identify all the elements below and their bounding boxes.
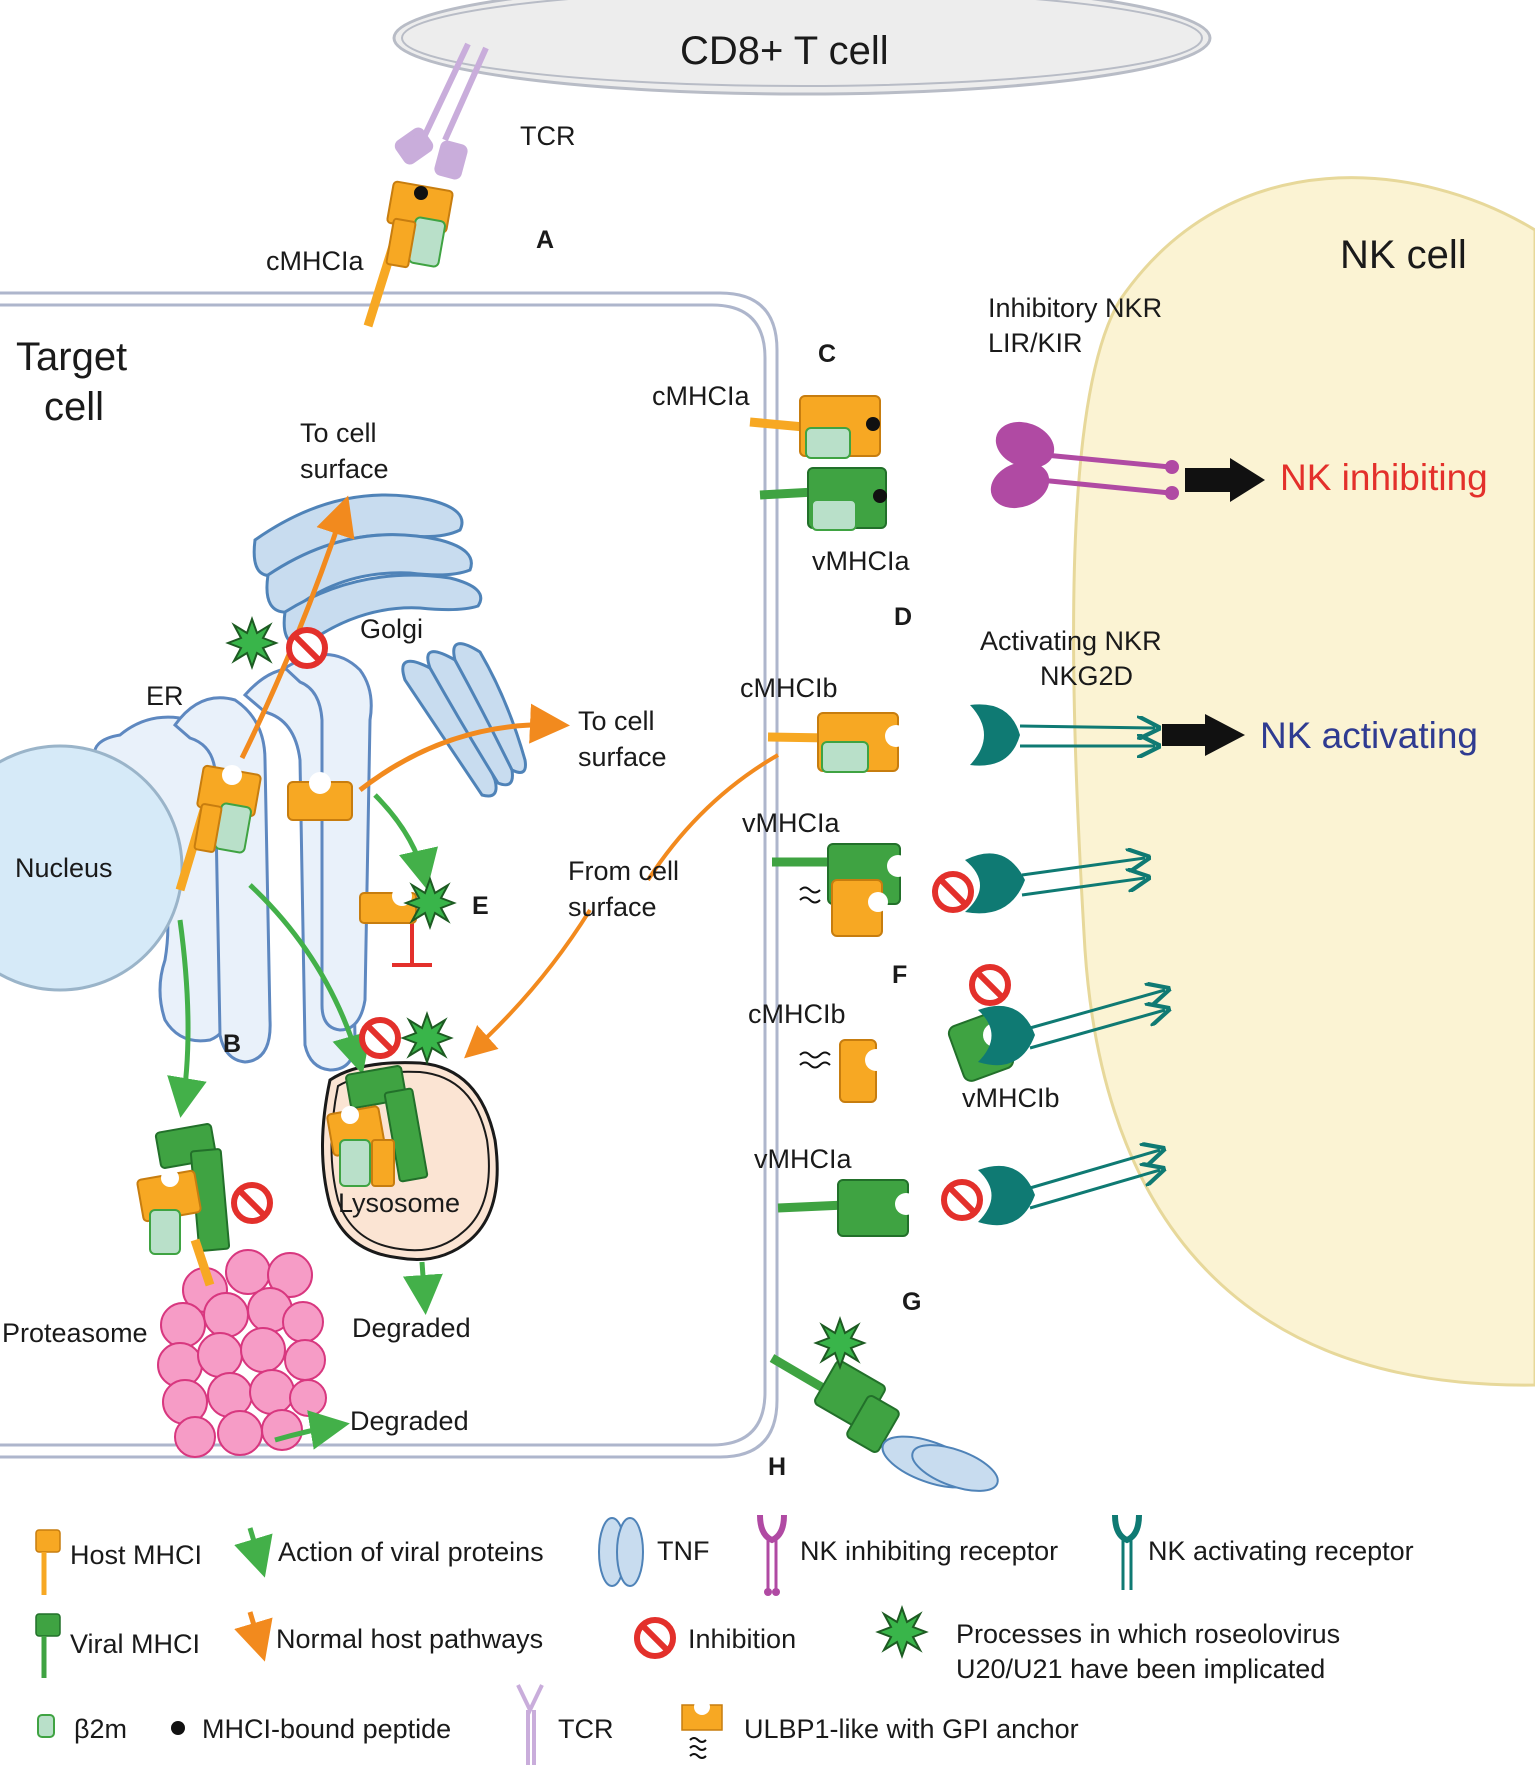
cmhcib-d: [767, 712, 907, 773]
cmhcia-c-label: cMHCIa: [652, 381, 750, 411]
nk-inhibiting-label: NK inhibiting: [1280, 457, 1488, 498]
target-cell-label-2: cell: [44, 385, 104, 429]
cmhcia-c: [749, 395, 881, 459]
legend-inhibition: Inhibition: [688, 1624, 796, 1654]
act-nkr-1: Activating NKR: [980, 626, 1162, 656]
cmhcib-f: [799, 1039, 887, 1103]
t-cell: [392, 0, 1212, 96]
vmhcia-c-label: vMHCIa: [812, 546, 910, 576]
legend-ulbp1: ULBP1-like with GPI anchor: [744, 1714, 1079, 1744]
vmhc-tnf-h: [769, 1354, 999, 1492]
legend-tcr: TCR: [558, 1714, 614, 1744]
proteasome-mhc: [136, 1123, 231, 1287]
nk-activating-arrow: [1162, 714, 1245, 756]
legend-viral-action-icon: [234, 1527, 273, 1578]
legend-peptide: MHCI-bound peptide: [202, 1714, 451, 1744]
letter-c: C: [818, 340, 836, 368]
legend-processes-2: U20/U21 have been implicated: [956, 1654, 1325, 1684]
letter-f: F: [892, 961, 907, 989]
cmhcib-d-label: cMHCIb: [740, 673, 838, 703]
lysosome-label: Lysosome: [338, 1188, 460, 1218]
from-surface-b: surface: [568, 892, 657, 922]
degraded-1: Degraded: [352, 1313, 471, 1343]
tcr-label: TCR: [520, 121, 576, 151]
golgi-label: Golgi: [360, 614, 423, 644]
tcr-top: [394, 42, 489, 180]
legend-action-viral: Action of viral proteins: [278, 1537, 544, 1567]
legend: Host MHCI Action of viral proteins TNF N…: [35, 1514, 1414, 1765]
lysosome-mhc: [326, 1065, 429, 1187]
legend-nk-inhib-receptor-icon: [757, 1514, 787, 1596]
t-cell-label: CD8+ T cell: [680, 29, 889, 73]
cmhcia-top-label: cMHCIa: [266, 246, 364, 276]
er-mhc-1: [175, 764, 262, 892]
vmhcia-e-label: vMHCIa: [742, 808, 840, 838]
legend-nk-act-receptor-icon: [1112, 1514, 1142, 1590]
cmhcib-f-label: cMHCIb: [748, 999, 846, 1029]
legend-host-mhci: Host MHCI: [70, 1540, 202, 1570]
target-cell-label-1: Target: [16, 335, 127, 379]
er-label: ER: [146, 681, 184, 711]
legend-viral-mhci: Viral MHCI: [70, 1629, 200, 1659]
activating-nkr-f: [978, 990, 1165, 1066]
legend-peptide-icon: [171, 1721, 185, 1735]
letter-g: G: [902, 1288, 921, 1316]
legend-viral-mhci-icon: [35, 1613, 61, 1678]
nk-cell: [1072, 176, 1535, 1387]
letter-h: H: [768, 1453, 786, 1481]
letter-b: B: [223, 1030, 241, 1058]
legend-nk-act-receptor: NK activating receptor: [1148, 1536, 1414, 1566]
to-surface-2b: surface: [578, 742, 667, 772]
legend-normal-host: Normal host pathways: [276, 1624, 543, 1654]
nk-cell-label: NK cell: [1340, 233, 1467, 277]
legend-host-mhci-icon: [35, 1529, 61, 1595]
proteasome-label: Proteasome: [2, 1318, 148, 1348]
legend-b2m: β2m: [74, 1714, 127, 1744]
legend-tnf-icon: [598, 1517, 644, 1587]
vmhcia-c: [759, 467, 887, 531]
inhib-nkr-2: LIR/KIR: [988, 328, 1083, 358]
vmhcia-e: [772, 843, 909, 937]
degraded-2: Degraded: [350, 1406, 469, 1436]
nk-inhibiting-arrow: [1185, 458, 1265, 502]
nk-activating-label: NK activating: [1260, 715, 1478, 756]
nucleus-label: Nucleus: [15, 853, 113, 883]
letter-d: D: [894, 603, 912, 631]
to-surface-2a: To cell: [578, 706, 655, 736]
inhib-nkr-1: Inhibitory NKR: [988, 293, 1162, 323]
er-mhc-e: [359, 886, 417, 924]
viral-action-arrows: [167, 793, 443, 1450]
golgi: [252, 493, 527, 798]
proteasome: [157, 1249, 327, 1458]
legend-inhibition-icon: [637, 1620, 673, 1656]
legend-nk-inhib-receptor: NK inhibiting receptor: [800, 1536, 1058, 1566]
act-nkr-2: NKG2D: [1040, 661, 1133, 691]
letter-a: A: [536, 226, 554, 254]
nucleus: Nucleus: [0, 744, 184, 992]
vmhcia-g: [777, 1179, 917, 1237]
to-surface-1a: To cell: [300, 418, 377, 448]
legend-ulbp1-icon: [681, 1699, 723, 1759]
activating-nkr-d: [970, 704, 1155, 766]
to-surface-1b: surface: [300, 454, 389, 484]
activating-nkr-g: [978, 1150, 1160, 1226]
legend-processes-1: Processes in which roseolovirus: [956, 1619, 1340, 1649]
activating-nkr-e: [965, 853, 1145, 914]
legend-tcr-icon: [516, 1684, 544, 1765]
vmhcia-g-label: vMHCIa: [754, 1144, 852, 1174]
letter-e: E: [472, 892, 489, 920]
legend-star-icon: [877, 1607, 927, 1657]
legend-normal-host-icon: [234, 1611, 273, 1662]
legend-tnf: TNF: [657, 1536, 709, 1566]
er-mhc-2: [287, 772, 353, 821]
legend-b2m-icon: [37, 1714, 55, 1738]
inhibition-block: [392, 920, 432, 967]
from-surface-a: From cell: [568, 856, 679, 886]
vmhcib-f-label: vMHCIb: [962, 1083, 1060, 1113]
cmhcia-top: [363, 180, 454, 328]
target-cell-membrane: [0, 291, 779, 1459]
inhibitory-nkr: [990, 421, 1179, 509]
